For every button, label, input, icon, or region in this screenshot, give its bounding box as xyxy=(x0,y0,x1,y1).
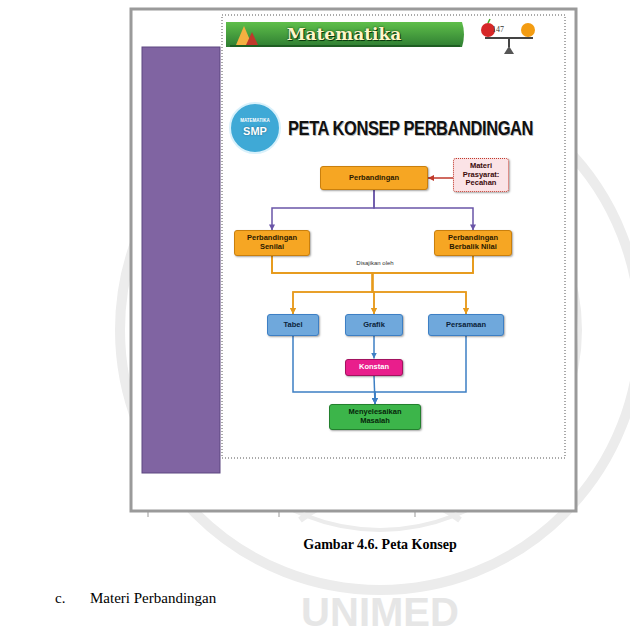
banner-text: Matematika xyxy=(287,24,402,44)
header-banner xyxy=(226,22,464,47)
node-text: Grafik xyxy=(349,321,399,330)
node-text: Perbandingan Senilai xyxy=(238,234,306,251)
logo-circle xyxy=(230,103,280,153)
logo-text: SMP xyxy=(243,125,267,137)
screenshot-frame xyxy=(131,9,576,511)
connector-arrow xyxy=(374,190,473,230)
edge-label: Disajikan oleh xyxy=(354,260,395,266)
section-heading: Materi Perbandingan xyxy=(90,590,216,607)
node-text: Perbandingan xyxy=(324,174,424,183)
connector-arrow xyxy=(272,256,466,314)
concept-box: Perbandingan Senilai xyxy=(234,230,310,255)
connector-arrow xyxy=(293,256,473,314)
concept-box: Perbandingan xyxy=(320,166,428,190)
node-text: Persamaan xyxy=(432,321,500,330)
representation-box: Grafik xyxy=(345,314,403,336)
node-text: Perbandingan Berbalik Nilai xyxy=(438,234,508,251)
page-title: PETA KONSEP PERBANDINGAN xyxy=(288,116,533,140)
node-text: Konstan xyxy=(349,363,399,372)
watermark: UNIMED xyxy=(301,590,459,635)
ruler-ticks xyxy=(148,512,415,517)
connector-arrow xyxy=(428,177,453,179)
representation-box: Tabel xyxy=(267,314,319,336)
node-text: Tabel xyxy=(271,321,315,330)
balance-scale xyxy=(481,19,535,54)
representation-box: Persamaan xyxy=(428,314,504,336)
figure-caption: Gambar 4.6. Peta Konsep xyxy=(303,537,456,553)
section-number: c. xyxy=(55,590,65,607)
node-text: Menyelesaikan Masalah xyxy=(333,408,417,425)
logo-text: MATEMATIKA xyxy=(240,118,270,123)
concept-box: Perbandingan Berbalik Nilai xyxy=(434,230,512,255)
sidebar xyxy=(142,47,220,473)
page-number: 147 xyxy=(492,25,504,34)
connector-arrow xyxy=(272,190,374,230)
connector-arrow xyxy=(373,336,375,359)
node-text: Materi Prasyarat: Pecahan xyxy=(457,162,505,188)
constant-box: Konstan xyxy=(345,359,403,376)
prerequisite-box: Materi Prasyarat: Pecahan xyxy=(453,158,509,192)
goal-box: Menyelesaikan Masalah xyxy=(329,404,421,430)
page-border xyxy=(222,15,565,458)
